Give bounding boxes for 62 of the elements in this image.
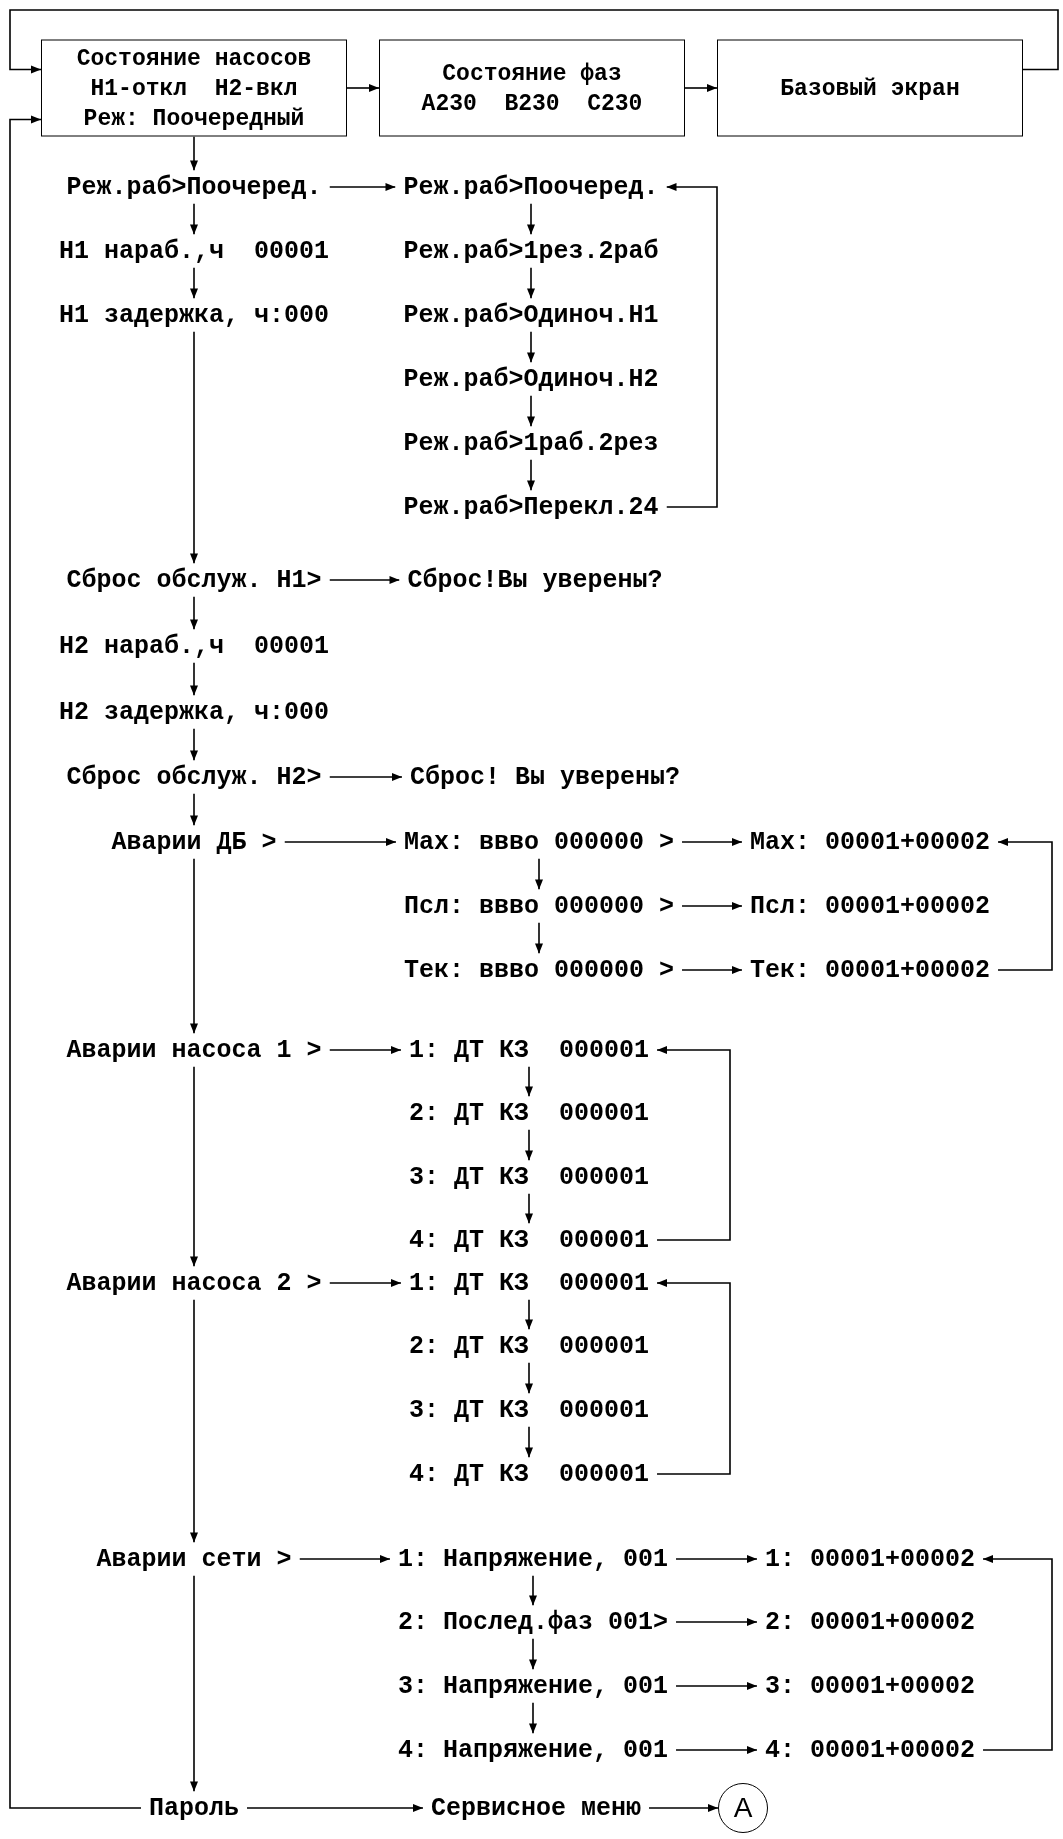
arrow	[298, 1555, 391, 1563]
arrow	[656, 1279, 731, 1475]
arrow	[190, 661, 198, 697]
arrow	[675, 1618, 758, 1626]
arrow	[665, 183, 718, 508]
arrow	[681, 838, 743, 846]
arrow	[328, 1279, 402, 1287]
arrow	[997, 838, 1053, 971]
arrow	[675, 1555, 758, 1563]
arrow	[190, 1065, 198, 1268]
screen-box	[379, 39, 685, 137]
arrow	[675, 1682, 758, 1690]
arrow	[190, 1574, 198, 1793]
screen-text: Н1-откл Н2-вкл	[90, 74, 298, 103]
arrow	[675, 1746, 758, 1754]
arrow	[529, 1574, 537, 1607]
arrow	[525, 1425, 533, 1459]
arrow	[681, 966, 743, 974]
arrow	[190, 202, 198, 236]
arrow	[684, 84, 718, 92]
arrow	[190, 595, 198, 631]
arrow	[246, 1804, 424, 1812]
arrow	[527, 266, 535, 300]
screen-text: Состояние насосов	[76, 44, 312, 73]
arrow	[527, 202, 535, 236]
screen-text: Состояние фаз	[442, 59, 622, 88]
arrow	[527, 394, 535, 428]
connector-letter: A	[733, 1791, 753, 1825]
screen-box	[717, 39, 1023, 137]
arrow	[656, 1046, 731, 1241]
arrow	[328, 576, 401, 584]
arrow	[535, 921, 543, 955]
arrow	[328, 773, 403, 781]
arrow	[190, 1298, 198, 1544]
arrow	[190, 266, 198, 300]
arrow	[535, 857, 543, 891]
arrow	[982, 1555, 1053, 1751]
arrow	[525, 1065, 533, 1098]
arrow	[525, 1192, 533, 1225]
arrow	[346, 84, 380, 92]
screen-text: Базовый экран	[780, 74, 960, 103]
arrow	[525, 1298, 533, 1331]
arrow	[283, 838, 397, 846]
arrow	[9, 9, 1059, 74]
arrow	[648, 1804, 719, 1812]
arrow	[527, 458, 535, 492]
arrow	[527, 330, 535, 364]
arrow	[9, 115, 142, 1809]
arrow	[190, 135, 198, 172]
arrow	[525, 1128, 533, 1162]
arrow	[529, 1637, 537, 1671]
arrow	[681, 902, 743, 910]
arrow	[525, 1361, 533, 1395]
arrow	[328, 183, 397, 191]
arrow	[190, 792, 198, 827]
arrow	[190, 330, 198, 565]
screen-text: A230 B230 C230	[421, 89, 643, 118]
screen-text: Реж: Поочередный	[83, 104, 305, 133]
arrow	[190, 727, 198, 762]
screen-box	[41, 39, 347, 137]
arrow	[190, 857, 198, 1035]
arrow	[328, 1046, 402, 1054]
